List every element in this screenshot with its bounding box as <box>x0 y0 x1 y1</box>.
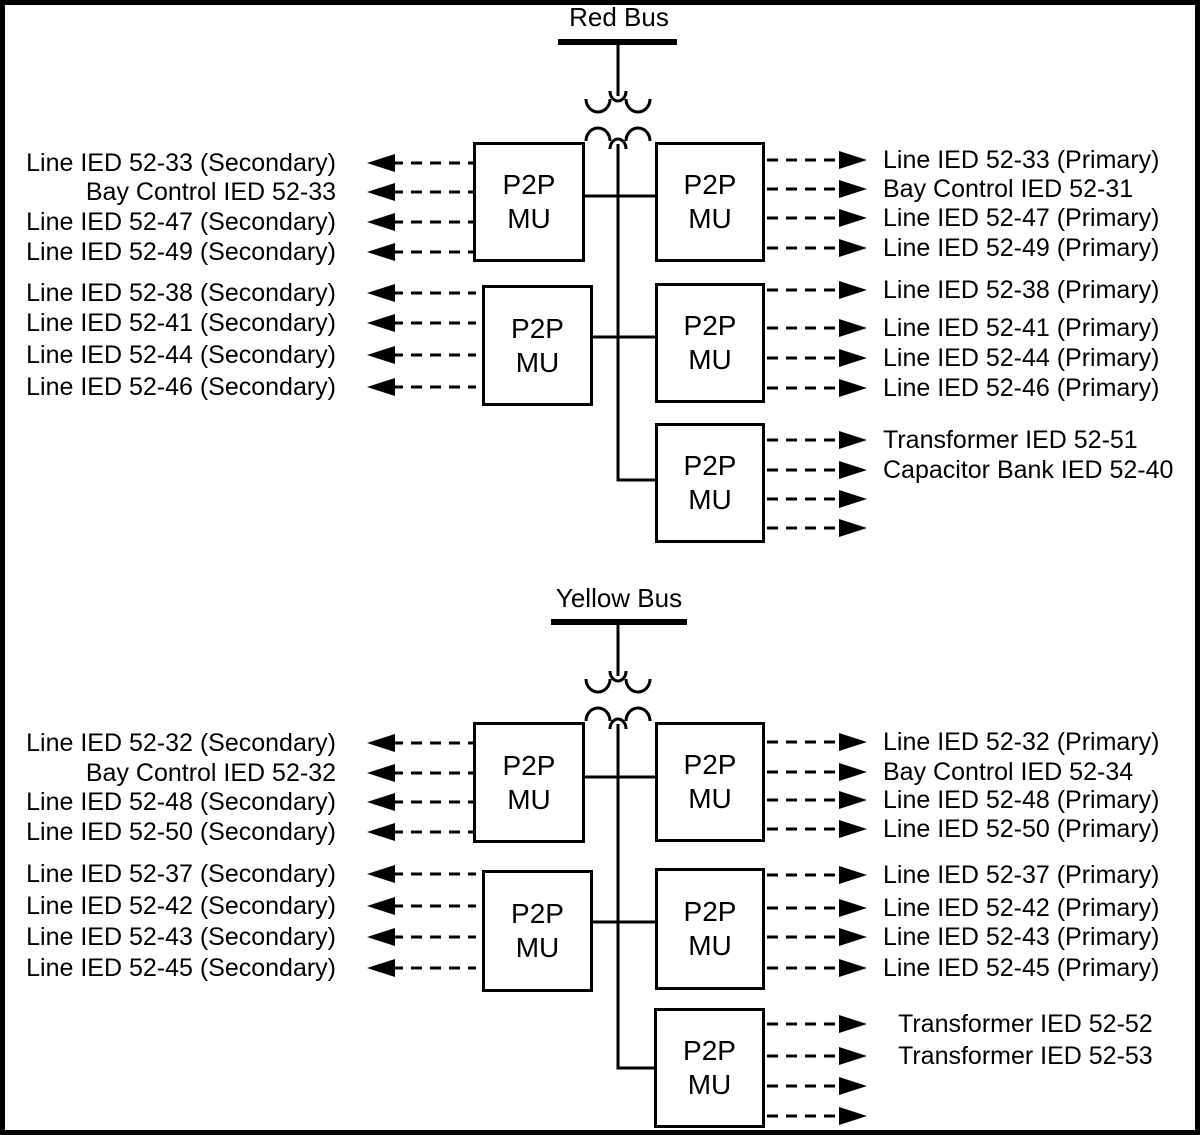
ied-label-right: Line IED 52-38 (Primary) <box>883 276 1160 304</box>
mu-box-label-line2: MU <box>515 932 560 963</box>
ied-label-right: Line IED 52-48 (Primary) <box>883 786 1160 814</box>
mu-box-label-line2: MU <box>688 783 732 814</box>
p2p-mu-box-yellow-right-2: P2P MU <box>655 868 765 990</box>
mu-box-label-line2: MU <box>688 930 732 961</box>
mu-box-label-line1: P2P <box>511 312 564 344</box>
yellow-bus-title: Yellow Bus <box>555 583 683 613</box>
p2p-mu-box-red-right-3: P2P MU <box>655 423 765 543</box>
mu-box-label-line1: P2P <box>502 749 556 781</box>
mu-box-label-line1: P2P <box>683 749 737 780</box>
ied-label-left: Bay Control IED 52-33 <box>85 178 336 206</box>
yellow-bus-bar <box>551 619 687 625</box>
ied-label-left: Line IED 52-46 (Secondary) <box>26 373 336 401</box>
ied-label-right: Line IED 52-50 (Primary) <box>883 815 1160 843</box>
yellow-transformer-icon <box>584 625 652 730</box>
red-transformer-icon <box>584 45 652 150</box>
ied-label-right: Line IED 52-41 (Primary) <box>883 314 1160 342</box>
p2p-mu-box-yellow-right-1: P2P MU <box>655 722 765 842</box>
mu-box-label-line2: MU <box>507 203 551 234</box>
red-trunk-line <box>585 144 656 482</box>
mu-box-label-line2: MU <box>507 783 551 815</box>
p2p-mu-box-red-left-1: P2P MU <box>473 142 585 262</box>
ied-label-left: Line IED 52-42 (Secondary) <box>26 892 336 920</box>
ied-label-right: Line IED 52-37 (Primary) <box>883 861 1160 889</box>
p2p-mu-box-red-right-1: P2P MU <box>655 142 765 262</box>
mu-box-label-line1: P2P <box>502 169 556 200</box>
ied-label-right: Line IED 52-42 (Primary) <box>883 894 1160 922</box>
mu-box-label-line1: P2P <box>683 450 737 481</box>
ied-label-left: Line IED 52-33 (Secondary) <box>26 149 336 177</box>
ied-label-left: Line IED 52-49 (Secondary) <box>26 238 336 266</box>
mu-box-label-line2: MU <box>687 1069 732 1100</box>
ied-label-right: Transformer IED 52-52 <box>898 1010 1153 1038</box>
ied-label-right: Line IED 52-46 (Primary) <box>883 374 1160 402</box>
yellow-trunk-line <box>585 724 655 1070</box>
ied-label-left: Line IED 52-43 (Secondary) <box>26 923 336 951</box>
red-bus-title: Red Bus <box>569 2 669 32</box>
ied-label-right: Line IED 52-43 (Primary) <box>883 923 1160 951</box>
mu-box-label-line1: P2P <box>683 310 737 341</box>
mu-box-label-line1: P2P <box>683 896 737 927</box>
ied-label-left: Line IED 52-47 (Secondary) <box>26 208 336 236</box>
ied-label-left: Line IED 52-44 (Secondary) <box>26 341 336 369</box>
p2p-mu-box-yellow-left-1: P2P MU <box>473 722 585 843</box>
red-left-arrows <box>367 154 476 396</box>
mu-box-label-line2: MU <box>688 344 732 375</box>
ied-label-right: Line IED 52-47 (Primary) <box>883 204 1160 232</box>
ied-label-right: Bay Control IED 52-31 <box>883 175 1134 203</box>
mu-box-label-line2: MU <box>688 203 732 234</box>
p2p-mu-box-red-right-2: P2P MU <box>655 283 765 403</box>
ied-label-left: Line IED 52-32 (Secondary) <box>26 729 336 757</box>
ied-label-right: Line IED 52-32 (Primary) <box>883 728 1160 756</box>
mu-box-label-line2: MU <box>515 346 560 378</box>
ied-label-right: Line IED 52-45 (Primary) <box>883 954 1160 982</box>
ied-label-right: Line IED 52-44 (Primary) <box>883 344 1160 372</box>
ied-label-left: Line IED 52-37 (Secondary) <box>26 860 336 888</box>
ied-label-right: Line IED 52-49 (Primary) <box>883 234 1160 262</box>
red-right-arrows <box>767 151 867 537</box>
yellow-left-arrows <box>367 734 476 977</box>
ied-label-right: Transformer IED 52-51 <box>883 426 1138 454</box>
yellow-right-arrows <box>767 733 867 1125</box>
mu-box-label-line1: P2P <box>683 169 737 200</box>
ied-label-left: Line IED 52-41 (Secondary) <box>26 309 336 337</box>
mu-box-label-line1: P2P <box>683 1035 736 1066</box>
ied-label-left: Line IED 52-50 (Secondary) <box>26 818 336 846</box>
red-bus-bar <box>558 39 677 45</box>
p2p-mu-box-red-left-2: P2P MU <box>482 285 593 406</box>
mu-box-label-line2: MU <box>688 484 732 515</box>
ied-label-right: Bay Control IED 52-34 <box>883 758 1134 786</box>
ied-label-right: Capacitor Bank IED 52-40 <box>883 456 1174 484</box>
p2p-mu-box-yellow-right-3: P2P MU <box>654 1008 765 1128</box>
ied-label-left: Line IED 52-48 (Secondary) <box>26 788 336 816</box>
p2p-mu-box-yellow-left-2: P2P MU <box>482 870 593 992</box>
ied-label-right: Line IED 52-33 (Primary) <box>883 146 1160 174</box>
ied-label-left: Line IED 52-38 (Secondary) <box>26 279 336 307</box>
ied-label-left: Line IED 52-45 (Secondary) <box>26 954 336 982</box>
ied-label-right: Transformer IED 52-53 <box>898 1042 1153 1070</box>
ied-label-left: Bay Control IED 52-32 <box>85 759 336 787</box>
mu-box-label-line1: P2P <box>511 898 564 929</box>
